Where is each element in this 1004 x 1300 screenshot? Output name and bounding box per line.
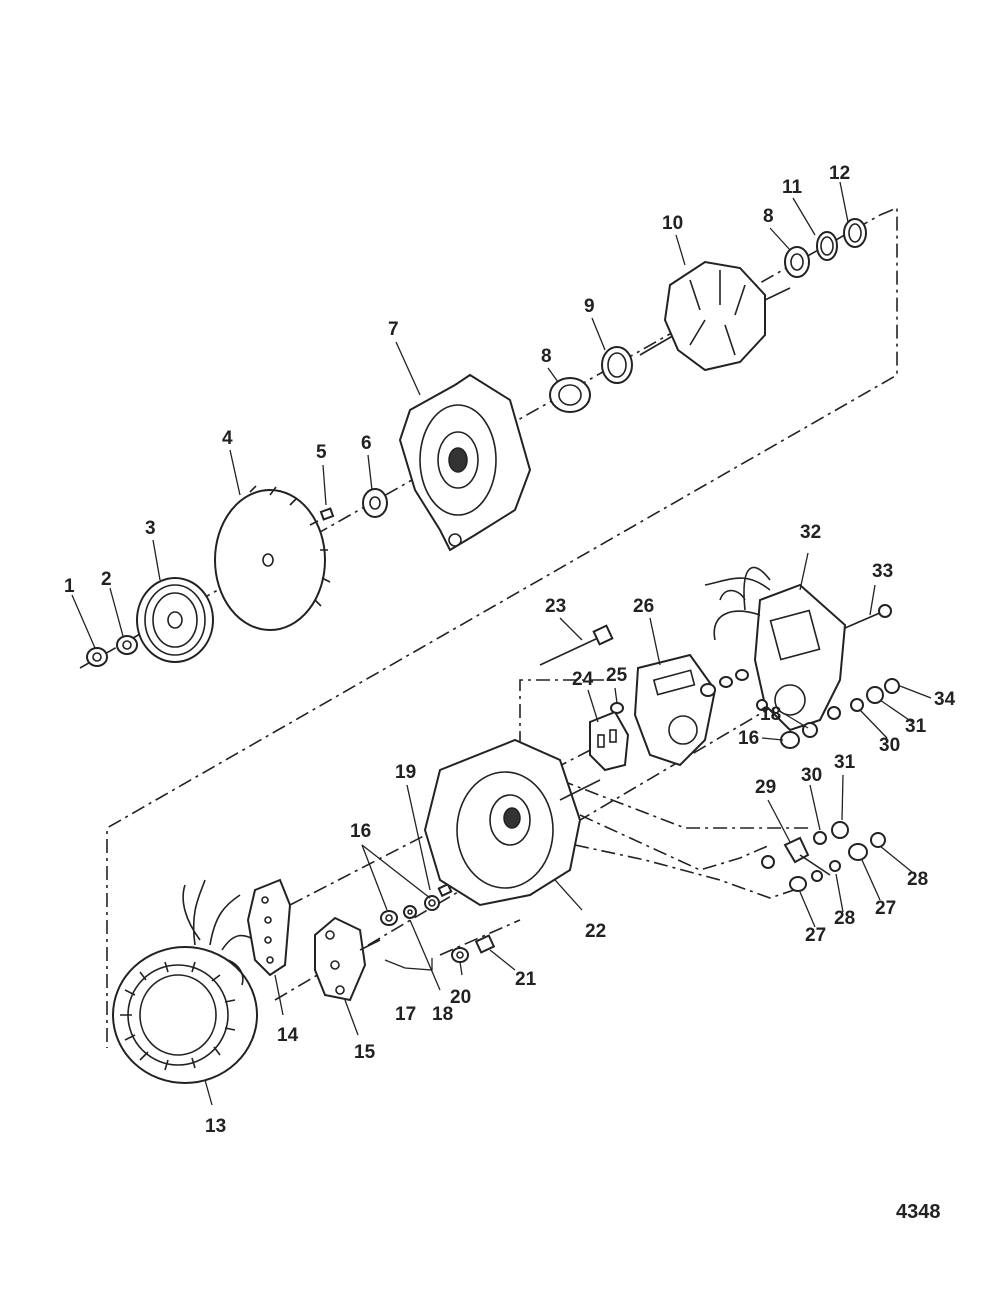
screw-25: [610, 702, 624, 714]
callout-7: 7: [388, 319, 399, 340]
washer-20: [451, 947, 469, 963]
callout-30-mid: 30: [801, 765, 822, 786]
callout-18: 18: [432, 1004, 453, 1025]
callout-27-right: 27: [875, 898, 896, 919]
pulley-nut: [86, 647, 108, 667]
callout-16: 16: [350, 821, 371, 842]
callout-5: 5: [316, 442, 327, 463]
callout-18-right: 18: [760, 704, 781, 725]
callout-6: 6: [361, 433, 372, 454]
callout-32: 32: [800, 522, 821, 543]
terminal-hardware-mid: [813, 821, 849, 845]
callout-21: 21: [515, 969, 537, 990]
rectifier-bridge: [246, 878, 292, 977]
callout-27-lower: 27: [805, 925, 826, 946]
regulator-washers: [700, 669, 768, 711]
callout-13: 13: [205, 1116, 226, 1137]
voltage-regulator: [704, 566, 847, 732]
callout-14: 14: [277, 1025, 299, 1046]
rear-bearing: [784, 246, 810, 278]
callout-29: 29: [755, 777, 776, 798]
leader-lines: [71, 181, 932, 1106]
woodruff-key: [319, 507, 335, 521]
pulley-washer: [116, 635, 138, 655]
callout-17: 17: [395, 1004, 416, 1025]
callout-10: 10: [662, 213, 683, 234]
callout-4: 4: [222, 428, 233, 449]
diode-trio: [314, 916, 381, 1002]
callout-33: 33: [872, 561, 893, 582]
retaining-ring: [816, 231, 838, 261]
callout-22: 22: [585, 921, 606, 942]
callout-19: 19: [395, 762, 416, 783]
callout-2: 2: [101, 569, 112, 590]
insulator-19: [424, 895, 440, 911]
washer-16-left: [380, 910, 398, 926]
callout-31-upper: 31: [905, 716, 927, 737]
stator: [112, 879, 258, 1084]
callout-11: 11: [782, 177, 803, 198]
through-bolt: [539, 624, 614, 666]
callout-31-mid: 31: [834, 752, 856, 773]
pulley: [136, 577, 214, 663]
callout-30-upper: 30: [879, 735, 900, 756]
drive-end-frame: [398, 373, 532, 552]
capacitor: [761, 836, 831, 876]
callout-labels: 1 2 3 4 5 6 7 8 9 10 8 11 12 13 14 15 16…: [64, 163, 956, 1137]
insulator-sleeve: [437, 882, 453, 898]
brush-holder: [589, 710, 630, 772]
callout-8: 8: [541, 346, 552, 367]
nut-21: [474, 934, 496, 954]
callout-23: 23: [545, 596, 566, 617]
terminal-hardware-upper: [827, 678, 900, 720]
callout-12: 12: [829, 163, 850, 184]
fan: [214, 485, 331, 631]
callout-15: 15: [354, 1042, 376, 1063]
slip-ring-end-frame: [423, 738, 601, 907]
front-bearing: [549, 377, 591, 413]
callout-20: 20: [450, 987, 471, 1008]
callout-34: 34: [934, 689, 956, 710]
callout-28-right: 28: [907, 869, 928, 890]
figure-number: 4348: [896, 1201, 941, 1223]
regulator-screw: [844, 604, 892, 629]
callout-26: 26: [633, 596, 654, 617]
callout-16-right: 16: [738, 728, 759, 749]
washer-18-left: [403, 905, 417, 919]
callout-1: 1: [64, 576, 75, 597]
callout-28-lower: 28: [834, 908, 855, 929]
bearing-retainer: [601, 346, 633, 384]
callout-3: 3: [145, 518, 156, 539]
bearing-collar: [843, 218, 867, 248]
callout-25: 25: [606, 665, 628, 686]
callout-9: 9: [584, 296, 595, 317]
callout-8-rear: 8: [763, 206, 774, 227]
terminal-hardware-lower: [789, 832, 886, 892]
spacer: [362, 488, 388, 518]
rotor: [639, 260, 791, 372]
callout-24: 24: [572, 669, 594, 690]
regulator-plate: [633, 653, 717, 767]
